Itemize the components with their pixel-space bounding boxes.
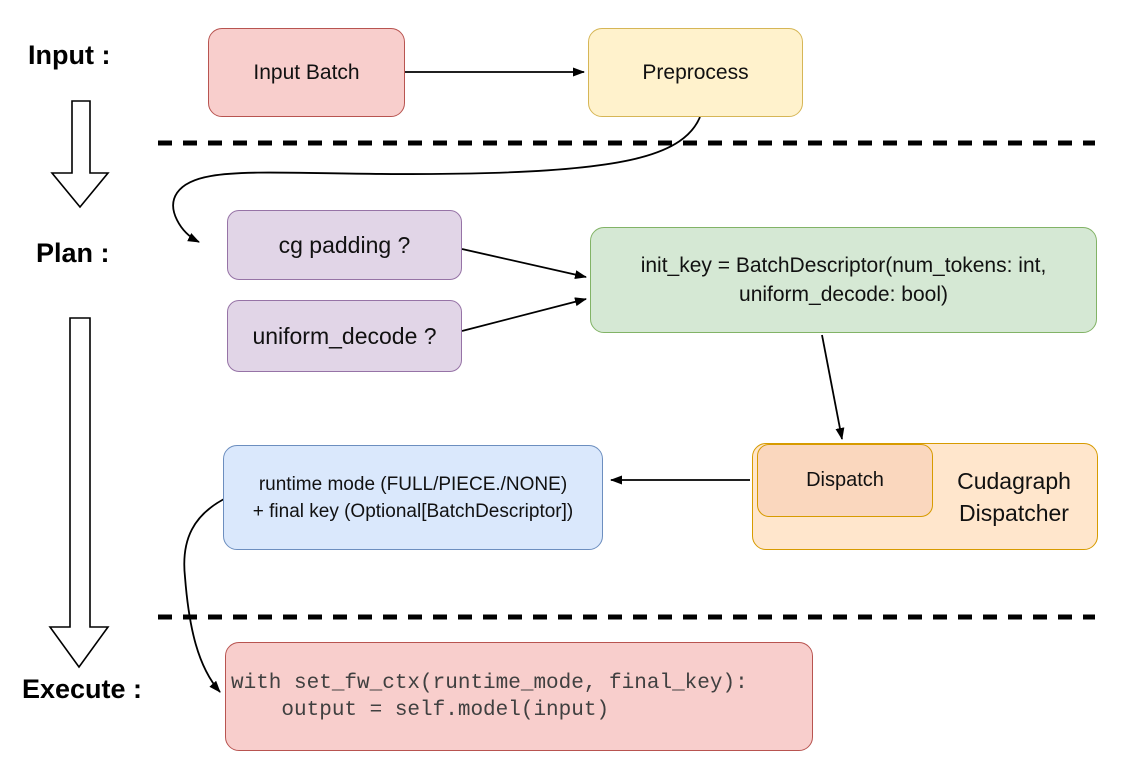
node-preprocess-label: Preprocess [642, 60, 749, 84]
curve-preprocess-to-cg-padding [172, 116, 701, 243]
node-execute-code-line1: with set_fw_ctx(runtime_mode, final_key)… [231, 671, 748, 695]
arrow-cg-padding-to-init-key [461, 248, 587, 279]
node-runtime-mode-line1: runtime mode (FULL/PIECE./NONE) [258, 473, 568, 495]
node-cg-padding-label: cg padding ? [278, 231, 411, 258]
node-cg-padding: cg padding ? [227, 210, 462, 280]
curve-runtime-mode-to-execute-code [183, 496, 229, 693]
node-input-batch-label: Input Batch [253, 60, 360, 84]
stage-label-plan: Plan : [36, 238, 110, 268]
node-init-key-line2: uniform_decode: bool) [739, 283, 948, 306]
node-runtime-mode: runtime mode (FULL/PIECE./NONE) + final … [223, 445, 603, 550]
node-cudagraph-dispatcher-label: Cudagraph Dispatcher [957, 467, 1071, 526]
node-preprocess: Preprocess [588, 28, 803, 117]
node-input-batch: Input Batch [208, 28, 405, 117]
block-arrow-input-to-plan [50, 100, 110, 209]
node-dispatch: Dispatch [757, 444, 933, 517]
node-execute-code: with set_fw_ctx(runtime_mode, final_key)… [225, 642, 813, 751]
node-uniform-decode: uniform_decode ? [227, 300, 462, 372]
stage-label-input: Input : [28, 40, 111, 70]
block-arrow-plan-to-execute [48, 317, 110, 669]
node-uniform-decode-label: uniform_decode ? [252, 322, 437, 349]
node-dispatch-label: Dispatch [806, 469, 884, 491]
node-execute-code-line2: output = self.model(input) [231, 698, 610, 722]
node-init-key-line1: init_key = BatchDescriptor(num_tokens: i… [640, 254, 1047, 277]
arrow-uniform-decode-to-init-key [461, 297, 587, 332]
node-init-key: init_key = BatchDescriptor(num_tokens: i… [590, 227, 1097, 333]
arrow-init-key-to-dispatch [821, 334, 845, 440]
node-runtime-mode-line2: + final key (Optional[BatchDescriptor]) [252, 500, 574, 522]
stage-label-execute: Execute : [22, 674, 143, 704]
